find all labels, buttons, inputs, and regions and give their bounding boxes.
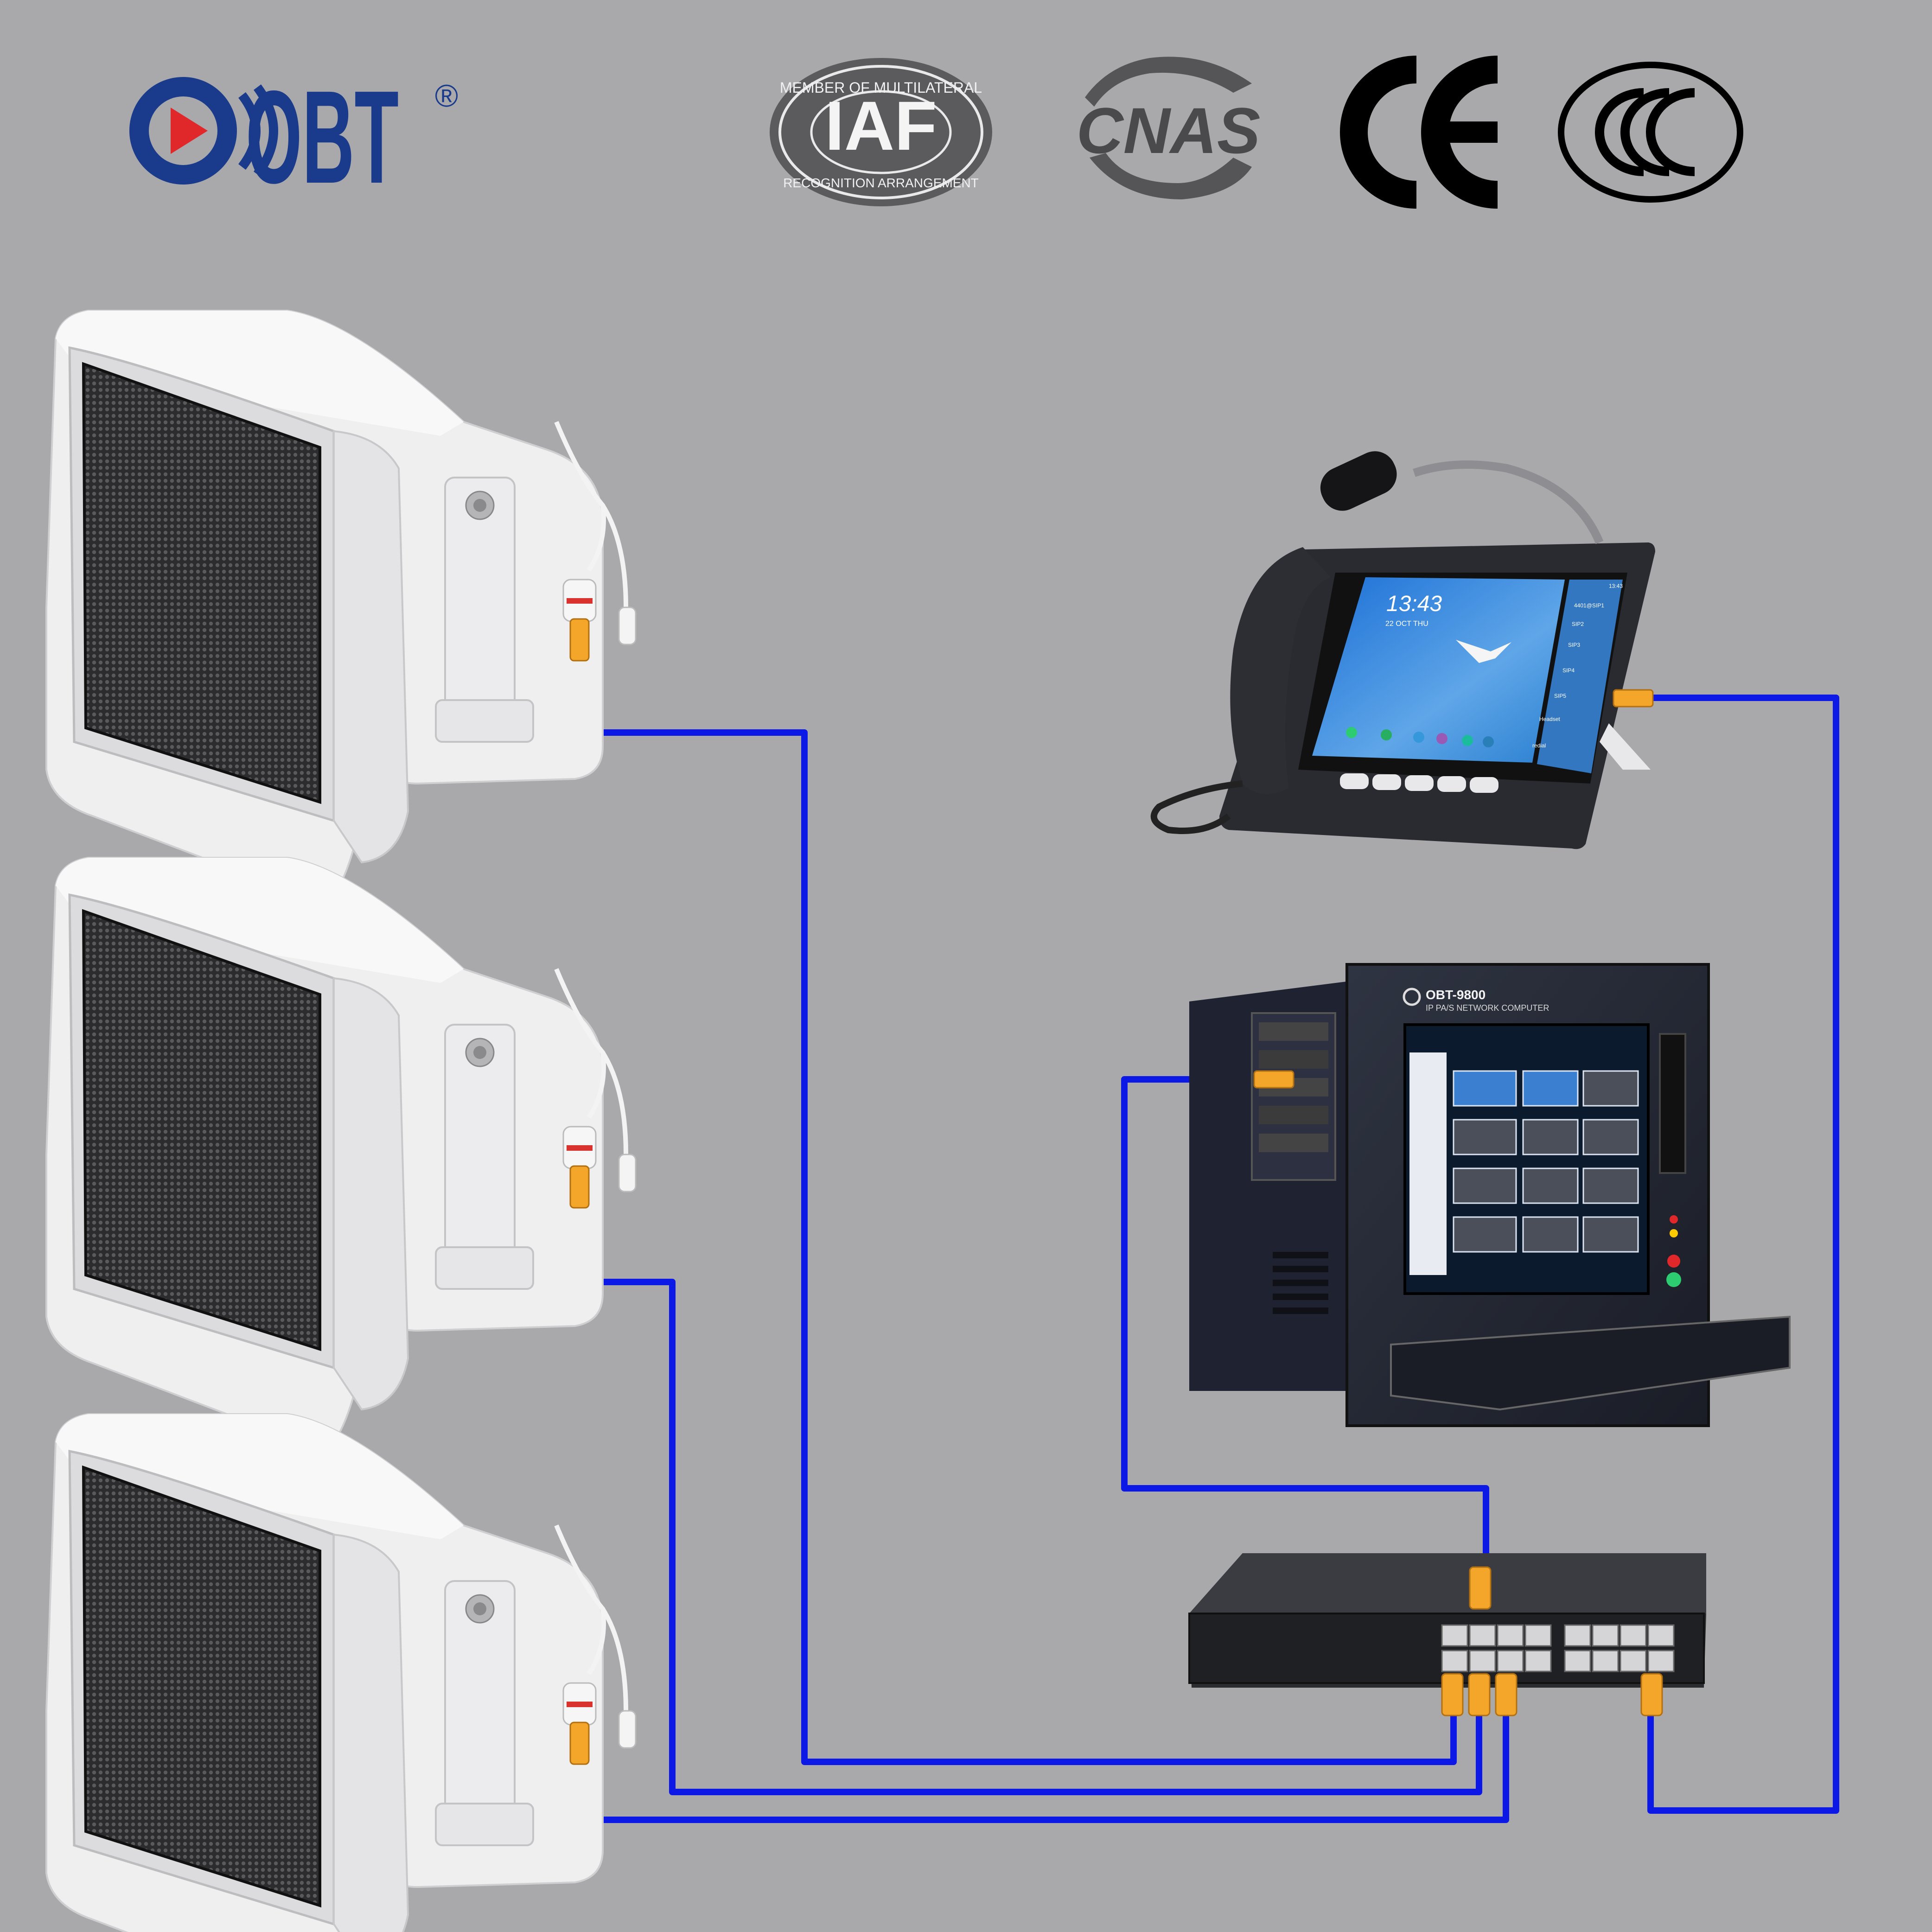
iaf-text: IAF bbox=[825, 87, 937, 165]
keyboard-tray bbox=[1390, 1315, 1791, 1411]
volume-up-button[interactable] bbox=[1372, 774, 1401, 790]
phone-status-time: 13:43 bbox=[1609, 583, 1623, 589]
phone-date: 22 OCT THU bbox=[1385, 620, 1428, 628]
network-switch bbox=[1188, 1553, 1706, 1716]
coiled-cord bbox=[1150, 780, 1243, 834]
cable-server bbox=[1121, 1076, 1489, 1580]
switch-connector-4 bbox=[1640, 1673, 1663, 1716]
cnas-mark: CNAS bbox=[1077, 57, 1261, 199]
server-ethernet-connector bbox=[1253, 1070, 1294, 1089]
cable-phone bbox=[1647, 695, 1839, 1814]
ce-mark bbox=[1340, 56, 1498, 209]
horn-speaker-1 bbox=[46, 311, 636, 904]
logo-text: OBT bbox=[246, 64, 399, 211]
back-button[interactable] bbox=[1470, 777, 1498, 793]
phone-line-3[interactable]: SIP3 bbox=[1568, 642, 1580, 648]
server-model: OBT-9800 bbox=[1426, 988, 1486, 1002]
switch-connector-2 bbox=[1468, 1673, 1491, 1716]
horn-speaker-2 bbox=[46, 858, 636, 1451]
phone-ethernet-connector bbox=[1613, 689, 1654, 708]
power-button[interactable] bbox=[1666, 1272, 1681, 1287]
phone-app-icons bbox=[1346, 727, 1494, 747]
seagull-icon bbox=[1456, 640, 1511, 663]
switch-ports bbox=[1441, 1624, 1675, 1672]
microphone-icon bbox=[1320, 451, 1397, 511]
phone-redial[interactable]: redial bbox=[1532, 742, 1546, 749]
server-subtitle: IP PA/S NETWORK COMPUTER bbox=[1426, 1003, 1549, 1013]
phone-line-2[interactable]: SIP2 bbox=[1572, 621, 1584, 627]
cable-speaker-3 bbox=[580, 1708, 1509, 1823]
speaker-button[interactable] bbox=[1437, 776, 1466, 792]
server-logo-icon bbox=[1403, 988, 1421, 1006]
ccc-mark bbox=[1558, 62, 1743, 203]
play-icon bbox=[171, 108, 208, 154]
iaf-ring-bottom: RECOGNITION ARRANGEMENT bbox=[783, 176, 979, 190]
cnas-text: CNAS bbox=[1077, 94, 1261, 167]
switch-connector-3 bbox=[1495, 1673, 1518, 1716]
switch-connector-1 bbox=[1441, 1673, 1464, 1716]
brand-logo: OBT ® bbox=[129, 64, 458, 211]
home-button[interactable] bbox=[1405, 775, 1434, 791]
horn-speaker-3 bbox=[46, 1414, 636, 1932]
server-screen-tiles bbox=[1453, 1070, 1639, 1253]
paging-phone: 13:43 22 OCT THU 13:43 4401@SIP1 SIP2 SI… bbox=[1150, 451, 1655, 849]
phone-buttons bbox=[1340, 773, 1498, 793]
gooseneck bbox=[1413, 460, 1604, 544]
switch-uplink-connector bbox=[1469, 1566, 1492, 1610]
ip-pa-server: OBT-9800 IP PA/S NETWORK COMPUTER bbox=[1189, 963, 1791, 1427]
handset bbox=[1230, 547, 1331, 794]
volume-down-button[interactable] bbox=[1340, 773, 1369, 789]
emergency-button[interactable] bbox=[1667, 1255, 1680, 1268]
phone-screen bbox=[1312, 577, 1565, 763]
phone-headset[interactable]: Headset bbox=[1539, 716, 1560, 722]
phone-line-5[interactable]: SIP5 bbox=[1554, 693, 1566, 699]
iaf-ring-top: MEMBER OF MULTILATERAL bbox=[780, 79, 982, 96]
phone-line-4[interactable]: SIP4 bbox=[1562, 667, 1575, 674]
phone-clock: 13:43 bbox=[1386, 592, 1442, 616]
iaf-seal: MEMBER OF MULTILATERAL IAF RECOGNITION A… bbox=[770, 58, 992, 206]
phone-line-1[interactable]: 4401@SIP1 bbox=[1574, 602, 1604, 609]
registered-mark: ® bbox=[435, 78, 458, 114]
